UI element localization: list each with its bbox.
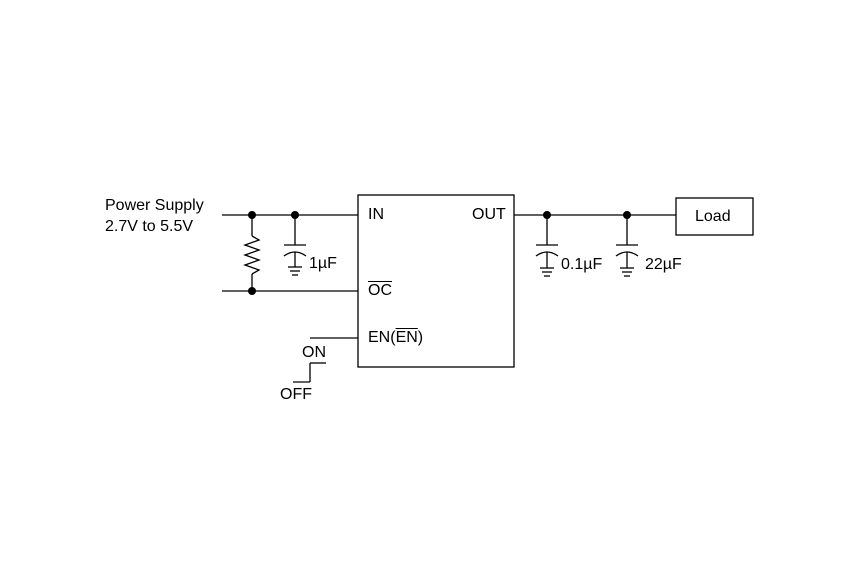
- pin-enable-suffix: ): [417, 329, 424, 346]
- pin-out-label: OUT: [472, 206, 506, 223]
- load-box: [675, 197, 754, 236]
- output-capacitor-small-label: 0.1µF: [561, 256, 603, 273]
- switch-off-label: OFF: [280, 386, 312, 403]
- pin-in-label: IN: [368, 206, 384, 223]
- output-capacitor-bulk-label: 22µF: [645, 256, 682, 273]
- supply-voltage-label: 2.7V to 5.5V: [105, 218, 194, 235]
- output-capacitor-small-symbol: [535, 215, 559, 277]
- pin-enable-prefix: EN(: [368, 329, 396, 346]
- input-capacitor-label: 1µF: [309, 255, 337, 272]
- junction-dot: [248, 211, 256, 219]
- supply-label: Power Supply: [105, 197, 204, 214]
- input-capacitor-symbol: [283, 215, 307, 276]
- enable-step-symbol: [293, 362, 326, 383]
- load-label: Load: [695, 208, 731, 225]
- output-capacitor-bulk-symbol: [615, 215, 639, 277]
- pin-oc-label: OC: [368, 282, 392, 299]
- switch-on-label: ON: [302, 344, 326, 361]
- pin-enable-bar: EN: [395, 329, 418, 346]
- pin-enable-label: EN(EN): [368, 330, 423, 346]
- ic-body: [357, 194, 515, 368]
- junction-dot: [248, 287, 256, 295]
- pullup-resistor: [243, 215, 261, 291]
